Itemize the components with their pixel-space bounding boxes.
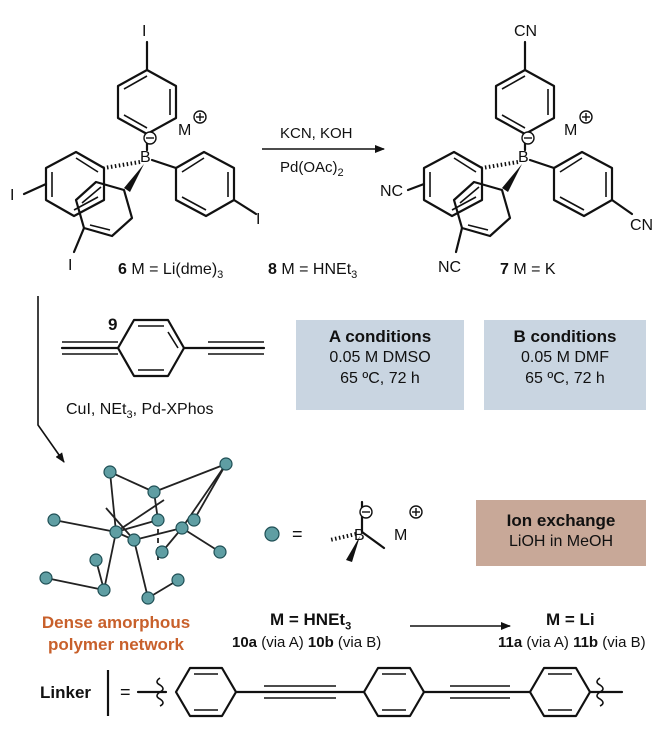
condition-a-title: A conditions — [328, 327, 432, 346]
condition-a-line2: 65 ºC, 72 h — [340, 370, 420, 387]
tetraiodophenyl-borate — [22, 40, 258, 254]
diethynylbenzene — [60, 318, 266, 378]
compound-6-label: 6 M = Li(dme)3 — [118, 261, 223, 281]
ion-exchange-line1: LiOH in MeOH — [508, 533, 614, 550]
right-product-header: M = Li — [546, 610, 595, 629]
linker-structure — [136, 666, 624, 718]
coupling-conditions: CuI, NEt3, Pd-XPhos — [66, 401, 214, 421]
iodine-bottom: I — [68, 257, 72, 274]
network-label-line1: Dense amorphous — [41, 613, 191, 632]
nitrile-top: CN — [514, 23, 537, 40]
boron-atom-right: B — [518, 149, 529, 166]
linker-equals: = — [120, 682, 131, 702]
node-boron: B — [354, 527, 365, 544]
node-legend-equals: = — [292, 524, 303, 544]
condition-b-line1: 0.05 M DMF — [520, 349, 609, 366]
ion-exchange-title: Ion exchange — [506, 511, 616, 530]
reagents-line-1: KCN, KOH — [280, 125, 353, 142]
condition-b-line2: 65 ºC, 72 h — [525, 370, 605, 387]
node-legend-icon — [264, 526, 280, 542]
left-product-header: M = HNEt3 — [270, 610, 352, 633]
borate-node-structure — [329, 500, 423, 562]
right-product-compounds: 11a (via A) 11b (via B) — [498, 634, 646, 651]
reagents-line-2: Pd(OAc)2 — [280, 159, 344, 179]
compound-7-label: 7 M = K — [500, 261, 556, 278]
tetracyanophenyl-borate — [406, 40, 634, 254]
network-label-line2: polymer network — [47, 635, 185, 654]
node-cation: M — [394, 527, 407, 544]
nitrile-left: NC — [380, 183, 403, 200]
compound-9-label: 9 — [108, 315, 117, 334]
iodine-left: I — [10, 187, 14, 204]
condition-b-box: B conditions 0.05 M DMF 65 ºC, 72 h — [484, 320, 646, 410]
curved-arrow-down — [37, 296, 65, 463]
linker-label: Linker — [40, 683, 91, 702]
nitrile-right: CN — [630, 217, 653, 234]
network-label: Dense amorphous polymer network — [6, 612, 226, 656]
condition-a-box: A conditions 0.05 M DMSO 65 ºC, 72 h — [296, 320, 464, 410]
condition-b-title: B conditions — [513, 327, 617, 346]
ion-exchange-box: Ion exchange LiOH in MeOH — [476, 500, 646, 566]
nitrile-bottom: NC — [438, 259, 461, 276]
condition-a-line1: 0.05 M DMSO — [329, 349, 431, 366]
iodine-top: I — [142, 23, 146, 40]
iodine-right: I — [256, 211, 260, 228]
cation-left: M — [178, 122, 191, 139]
left-product-compounds: 10a (via A) 10b (via B) — [232, 634, 382, 651]
polymer-network — [39, 457, 233, 605]
compound-8-label: 8 M = HNEt3 — [268, 261, 357, 281]
cation-right: M — [564, 122, 577, 139]
boron-atom-left: B — [140, 149, 151, 166]
